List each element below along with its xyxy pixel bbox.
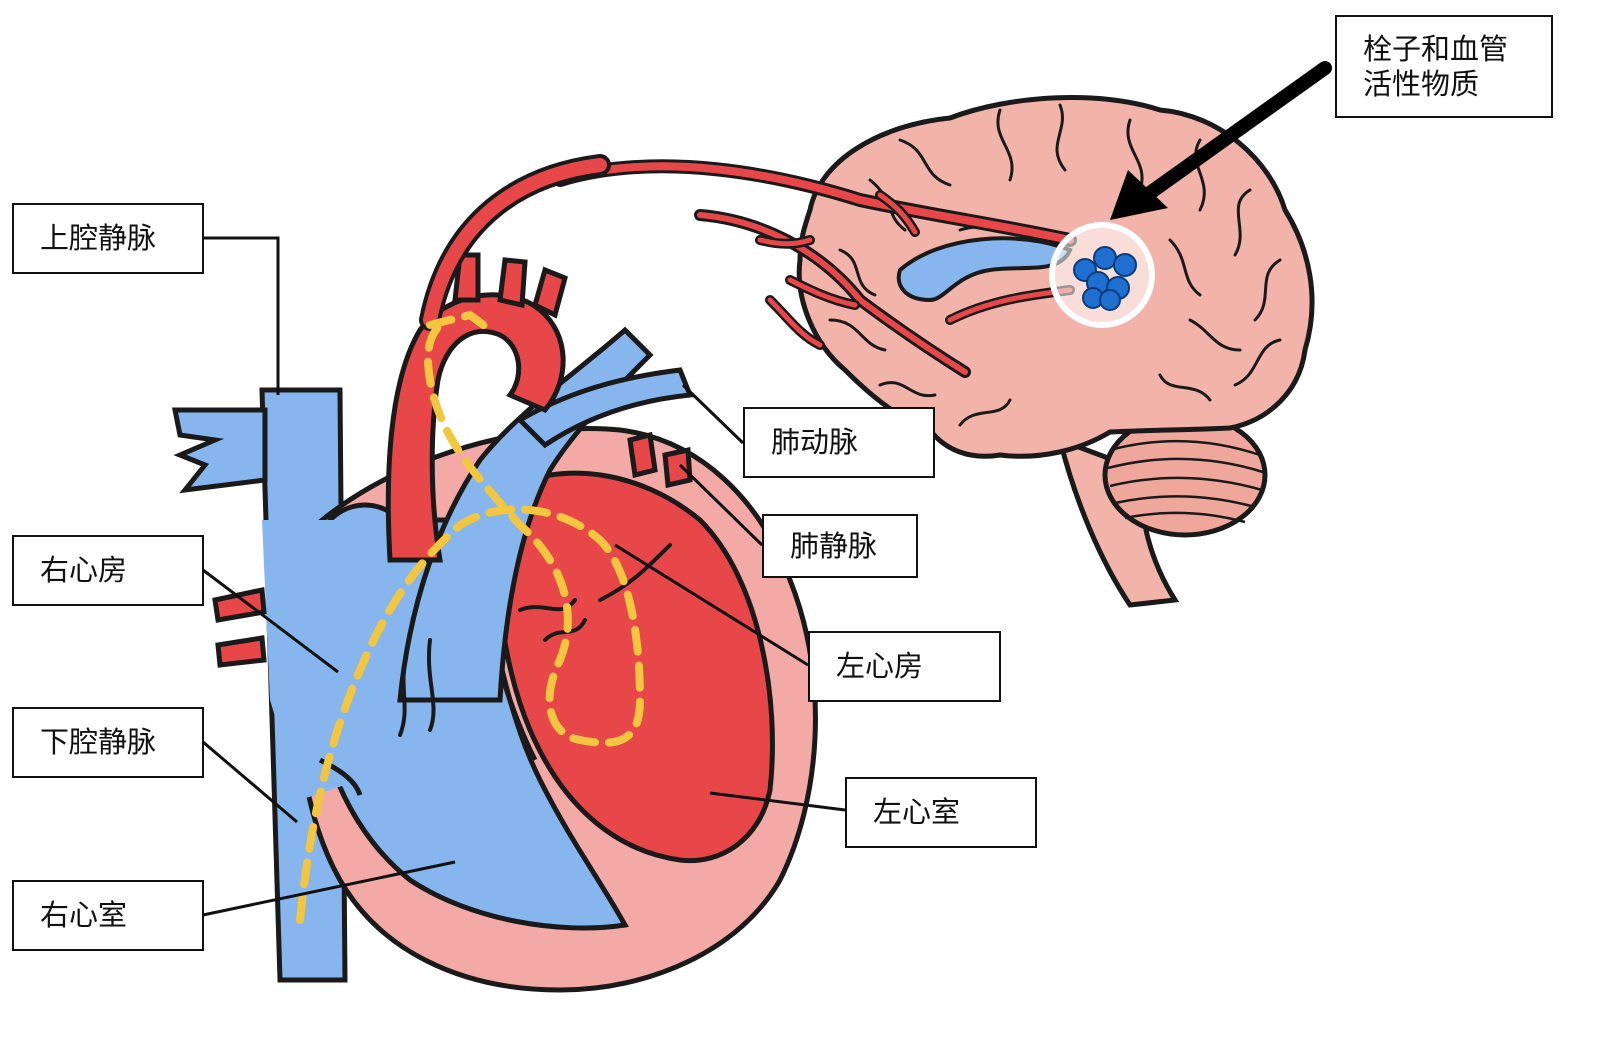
label-embolus-line1: 栓子和血管 xyxy=(1337,32,1508,67)
label-pulmonary-artery-text: 肺动脉 xyxy=(745,425,858,460)
label-ivc-text: 下腔静脉 xyxy=(14,725,156,760)
label-embolus: 栓子和血管 活性物质 xyxy=(1335,15,1553,118)
label-pulmonary-vein: 肺静脉 xyxy=(762,514,918,578)
label-svc-text: 上腔静脉 xyxy=(14,221,156,256)
leader-pulmonary-artery xyxy=(683,385,743,443)
label-pulmonary-vein-text: 肺静脉 xyxy=(764,529,877,564)
leader-svc xyxy=(203,238,278,395)
label-left-ventricle-text: 左心室 xyxy=(847,795,960,830)
brachiocephalic-veins xyxy=(175,410,265,490)
heart xyxy=(175,165,815,990)
label-left-atrium-text: 左心房 xyxy=(810,649,923,684)
label-left-ventricle: 左心室 xyxy=(845,777,1037,848)
label-right-ventricle: 右心室 xyxy=(12,880,204,951)
label-right-ventricle-text: 右心室 xyxy=(14,898,127,933)
label-svc: 上腔静脉 xyxy=(12,203,204,274)
label-embolus-line2: 活性物质 xyxy=(1337,67,1479,102)
label-left-atrium: 左心房 xyxy=(808,631,1001,702)
label-right-atrium-text: 右心房 xyxy=(14,553,127,588)
label-right-atrium: 右心房 xyxy=(12,535,204,606)
label-ivc: 下腔静脉 xyxy=(12,707,204,778)
label-pulmonary-artery: 肺动脉 xyxy=(743,407,935,478)
